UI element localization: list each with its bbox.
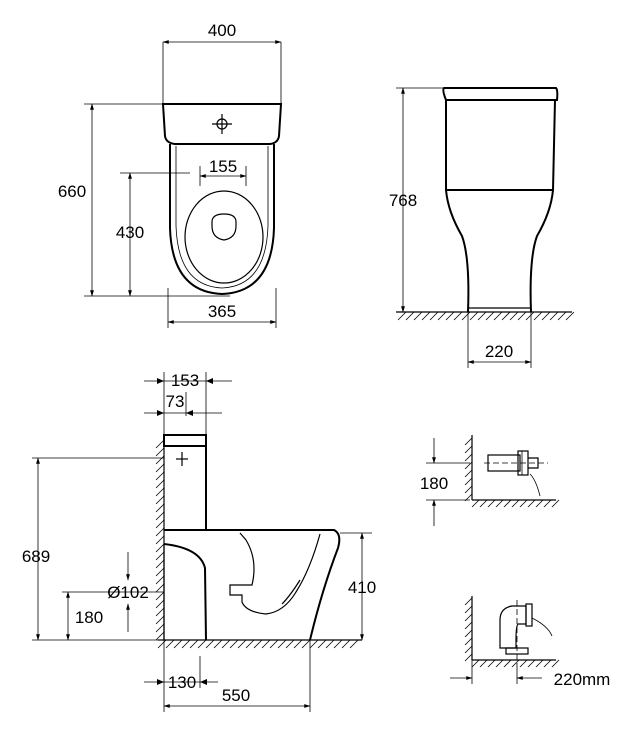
outlet-opening bbox=[211, 213, 237, 241]
dim-tank-offset-label: 73 bbox=[166, 392, 185, 411]
side-floor-hatch bbox=[157, 639, 359, 649]
flush-button-icon bbox=[212, 114, 232, 134]
tank-top-outline bbox=[161, 103, 283, 145]
conn-horizontal-height-label: 180 bbox=[420, 474, 448, 493]
dim-width-label: 400 bbox=[208, 21, 236, 40]
side-view: 153 73 689 180 Ø102 bbox=[22, 371, 376, 712]
tank-lid bbox=[442, 87, 559, 101]
side-tank-lid bbox=[163, 434, 207, 447]
dim-total-depth-label: 550 bbox=[222, 686, 250, 705]
floor-hatch bbox=[397, 311, 575, 321]
dim-seat-height-label: 410 bbox=[348, 578, 376, 597]
side-bowl-outline bbox=[164, 529, 341, 641]
dim-outlet-wall-label: 130 bbox=[168, 673, 196, 692]
dim-seat-depth-label: 430 bbox=[116, 223, 144, 242]
side-flush-icon bbox=[176, 452, 188, 466]
dim-outlet-height-label: 180 bbox=[75, 608, 103, 627]
top-view: 400 660 430 155 365 bbox=[58, 21, 283, 328]
front-view: 768 220 bbox=[389, 87, 575, 368]
connection-horizontal-detail: 180 bbox=[420, 435, 560, 526]
dim-tank-depth-label: 153 bbox=[171, 371, 199, 390]
dim-foot-width-label: 220 bbox=[485, 342, 513, 361]
dim-base-width-label: 365 bbox=[208, 302, 236, 321]
dim-total-height-label: 689 bbox=[22, 547, 50, 566]
conn-vertical-distance-label: 220mm bbox=[554, 670, 611, 689]
dim-length-label: 660 bbox=[58, 182, 86, 201]
dim-height-label: 768 bbox=[389, 191, 417, 210]
wall-hatch bbox=[155, 439, 165, 641]
connection-vertical-detail: 220mm bbox=[450, 596, 610, 689]
dim-hole-spacing-label: 155 bbox=[209, 157, 237, 176]
tank-body bbox=[445, 99, 556, 191]
seat-opening bbox=[184, 190, 264, 284]
trap-channel bbox=[229, 532, 321, 615]
bowl-outline bbox=[169, 144, 275, 296]
dim-outlet-diameter-label: Ø102 bbox=[107, 583, 149, 602]
